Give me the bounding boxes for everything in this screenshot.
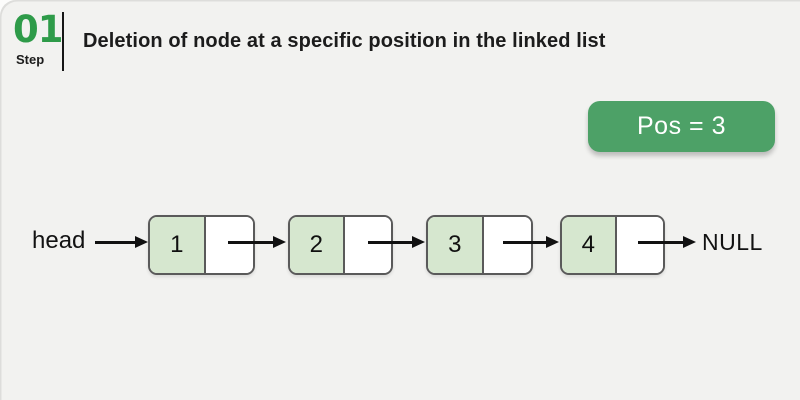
node-3-pointer-cell — [483, 217, 531, 273]
arrow-node2-to-node3 — [368, 236, 425, 248]
node-4-pointer-cell — [616, 217, 663, 273]
step-label: Step — [16, 52, 45, 67]
arrow-node1-to-node2 — [228, 236, 286, 248]
linked-list-node-2: 2 — [288, 215, 393, 275]
position-badge: Pos = 3 — [588, 101, 775, 152]
linked-list-node-1: 1 — [148, 215, 255, 275]
head-pointer-label: head — [32, 227, 86, 254]
linked-list-node-4: 4 — [560, 215, 665, 275]
node-1-data-cell: 1 — [150, 217, 206, 273]
header-divider — [62, 12, 64, 71]
step-number: 01 — [13, 8, 63, 51]
node-2-data-cell: 2 — [290, 217, 345, 273]
null-label: NULL — [702, 229, 763, 255]
linked-list-node-3: 3 — [426, 215, 533, 275]
position-badge-text: Pos = 3 — [637, 112, 726, 140]
arrow-node4-to-null — [638, 236, 696, 248]
node-2-pointer-cell — [344, 217, 391, 273]
page-title: Deletion of node at a specific position … — [83, 30, 606, 52]
node-3-data-cell: 3 — [428, 217, 484, 273]
arrow-node3-to-node4 — [503, 236, 559, 248]
node-1-pointer-cell — [205, 217, 253, 273]
arrow-head-to-node1 — [95, 236, 148, 248]
node-4-data-cell: 4 — [562, 217, 617, 273]
